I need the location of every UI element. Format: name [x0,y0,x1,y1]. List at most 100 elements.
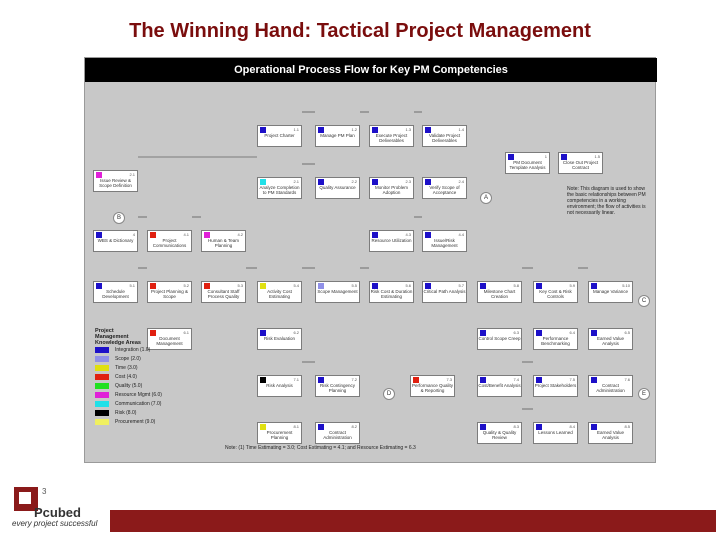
process-number: 6.3 [513,330,519,335]
process-label: Consultant Staff Process Quality [207,289,240,299]
legend-label: Risk (8.0) [115,410,137,416]
knowledge-area-color-marker [591,424,597,430]
process-number: 8.2 [351,424,357,429]
process-label: Performance Quality & Reporting [411,383,454,393]
process-number: 6.5 [624,330,630,335]
process-number: 6.1 [183,330,189,335]
process-number: 7.3 [446,377,452,382]
process-label: Manage Variance [593,289,628,294]
process-label: Risk Cost & Duration Estimating [370,289,413,299]
knowledge-area-color-marker [96,172,102,178]
process-number: 2.3 [405,179,411,184]
process-label: Performance Benchmarking [541,336,570,346]
legend-swatch [95,374,109,380]
knowledge-area-color-marker [260,127,266,133]
knowledge-area-color-marker [480,424,486,430]
process-label: Critical Path Analysis [423,289,466,294]
knowledge-area-color-marker [591,330,597,336]
knowledge-area-color-marker [318,179,324,185]
knowledge-area-color-marker [480,377,486,383]
knowledge-area-color-marker [591,283,597,289]
legend-swatch [95,410,109,416]
knowledge-area-color-marker [96,232,102,238]
process-number: 1.5 [594,154,600,159]
process-label: Monitor Problem Adoption [374,185,408,195]
process-number: 2.4 [458,179,464,184]
knowledge-area-color-marker [260,377,266,383]
process-number: 5.10 [622,283,630,288]
process-label: Resource Utilization [371,238,412,243]
legend-item: Risk (8.0) [95,409,215,418]
process-number: 5.5 [351,283,357,288]
process-label: Manage PM Plan [320,133,355,138]
process-number: 1 [544,154,547,159]
process-number: 4.3 [405,232,411,237]
knowledge-area-color-marker [508,154,514,160]
legend-label: Procurement (9.0) [115,419,156,425]
footer-bar [110,510,716,532]
process-number: 6.4 [569,330,575,335]
legend-swatch [95,401,109,407]
process-number: 2.1 [129,172,135,177]
process-label: Procurement Planning [266,430,293,440]
process-label: Schedule Development [102,289,129,299]
process-number: 8.3 [513,424,519,429]
connector-marker: E [638,388,650,400]
process-number: 4.2 [237,232,243,237]
legend-swatch [95,392,109,398]
process-number: 2.2 [351,179,357,184]
process-number: 4.1 [183,232,189,237]
knowledge-area-color-marker [150,283,156,289]
legend-item: Cost (4.0) [95,373,215,382]
diagram-footnote: Note: (1) Time Estimating = 3.0; Cost Es… [225,445,416,451]
knowledge-area-color-marker [318,424,324,430]
process-label: Earned Value Analysis [597,430,624,440]
process-number: 1.1 [293,127,299,132]
process-label: Milestone Chart Creation [483,289,516,299]
process-label: Project Communications [152,238,187,248]
legend-item: Communication (7.0) [95,400,215,409]
legend-title-line2: Management [95,334,129,340]
connector-lines [138,111,588,410]
process-label: Project Stakeholders [534,383,577,388]
logo-mark-icon [14,487,38,511]
knowledge-area-color-marker [561,154,567,160]
knowledge-area-color-marker [425,179,431,185]
connector-marker: D [383,388,395,400]
knowledge-area-color-marker [536,424,542,430]
process-label: Verify Scope of Acceptance [429,185,460,195]
process-number: 2.1 [293,179,299,184]
process-number: 8.4 [569,424,575,429]
knowledge-area-color-marker [150,232,156,238]
process-number: 1.3 [405,127,411,132]
knowledge-area-color-marker [260,283,266,289]
legend-title-line3: Knowledge Areas [95,340,141,346]
process-number: 5.4 [293,283,299,288]
process-number: 7.5 [569,377,575,382]
knowledge-area-color-marker [413,377,419,383]
process-label: Issue Review & Scope Definition [99,178,132,188]
knowledge-area-color-marker [372,232,378,238]
process-number: 1.2 [351,127,357,132]
process-number: 6.2 [293,330,299,335]
legend-item: Quality (5.0) [95,382,215,391]
process-label: Earned Value Analysis [597,336,624,346]
knowledge-area-color-marker [372,179,378,185]
process-number: 4.4 [458,232,464,237]
connector-marker: C [638,295,650,307]
knowledge-area-color-marker [318,377,324,383]
